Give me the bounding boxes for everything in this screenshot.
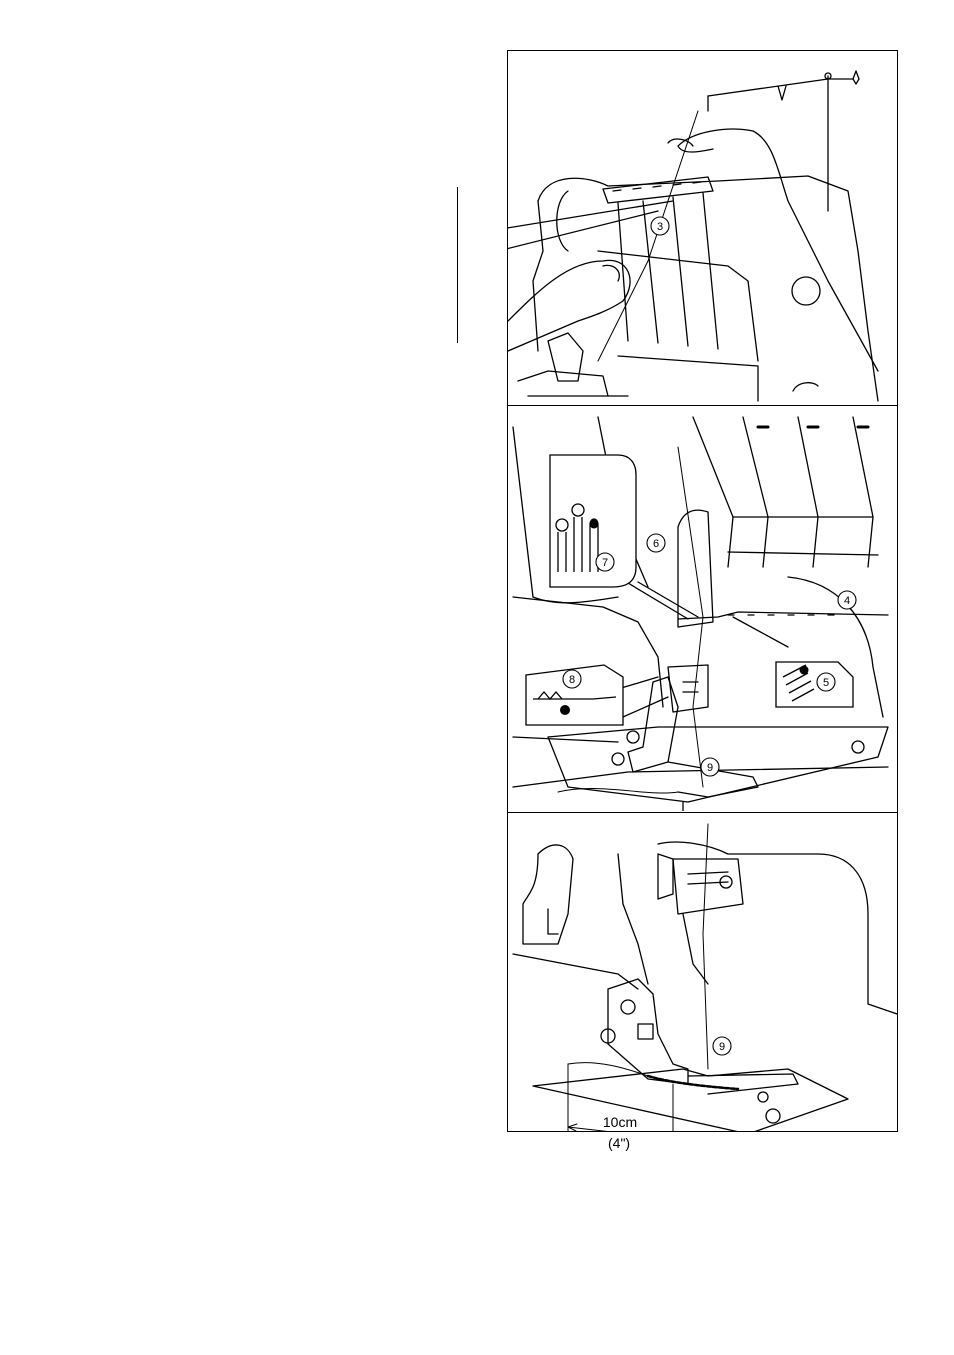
dimension-imperial-label: (4") bbox=[608, 1135, 630, 1151]
thread-guides-drawing: 7 8 5 bbox=[508, 407, 897, 811]
panel-divider-2 bbox=[508, 812, 897, 813]
callout-6: 6 bbox=[653, 538, 659, 550]
threading-hands-drawing: 3 bbox=[508, 51, 897, 405]
callout-4: 4 bbox=[844, 595, 850, 607]
measurement-drawing: 9 10cm bbox=[508, 814, 897, 1131]
panel-threading-hands: 3 bbox=[508, 51, 897, 405]
panel-divider-1 bbox=[508, 405, 897, 406]
side-guide-line bbox=[457, 187, 458, 343]
dimension-metric-label: 10cm bbox=[603, 1114, 637, 1130]
callout-3: 3 bbox=[657, 221, 663, 233]
callout-9: 9 bbox=[707, 762, 713, 774]
callout-9-lower: 9 bbox=[719, 1041, 725, 1053]
illustration-frame: 3 bbox=[507, 50, 898, 1132]
panel-measurement: 9 10cm bbox=[508, 814, 897, 1131]
callout-5: 5 bbox=[823, 677, 829, 689]
callout-7: 7 bbox=[602, 557, 608, 569]
callout-8: 8 bbox=[569, 674, 575, 686]
panel-thread-guides: 7 8 5 bbox=[508, 407, 897, 811]
